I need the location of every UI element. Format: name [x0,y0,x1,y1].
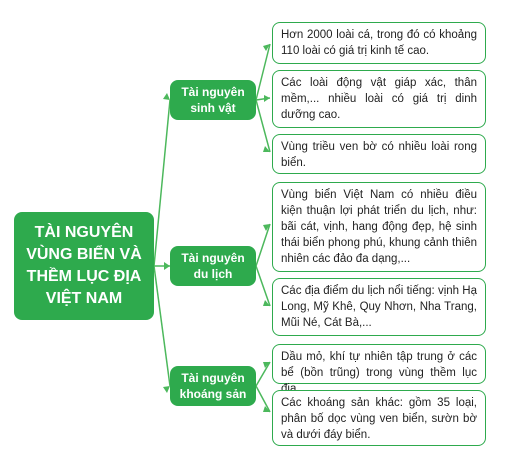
leaf-node: Các địa điểm du lịch nổi tiếng: vịnh Hạ … [272,278,486,336]
arrowhead-b2-l2 [263,300,270,306]
branch-label: Tài nguyên sinh vật [181,85,245,115]
leaf-text: Hơn 2000 loài cá, trong đó có khoảng 110… [281,29,477,57]
arrowhead-b1-l1 [263,44,270,51]
root-label: TÀI NGUYÊN VÙNG BIỂN VÀ THỀM LỤC ĐỊA VIỆ… [26,224,142,307]
connector-b3-l2 [255,385,271,413]
arrowhead-b2-l1 [263,224,270,231]
branch-node-du-lich: Tài nguyên du lịch [170,246,256,286]
root-node: TÀI NGUYÊN VÙNG BIỂN VÀ THỀM LỤC ĐỊA VIỆ… [14,212,154,320]
connector-b2-l2 [255,265,271,307]
leaf-text: Vùng triều ven bờ có nhiều loài rong biể… [281,141,477,169]
arrowhead-b3-l2 [263,406,270,412]
leaf-text: Các loài động vật giáp xác, thân mềm,...… [281,77,477,121]
arrowhead-b3-l1 [263,362,270,368]
leaf-node: Các loài động vật giáp xác, thân mềm,...… [272,70,486,128]
connector-root-branch-1 [153,99,171,267]
leaf-node: Vùng triều ven bờ có nhiều loài rong biể… [272,134,486,174]
connector-root-branch-3 [153,265,171,387]
arrowhead-b2 [164,262,170,270]
branch-node-khoang-san: Tài nguyên khoáng sản [170,366,256,406]
branch-node-sinh-vat: Tài nguyên sinh vật [170,80,256,120]
connector-b1-l3 [255,99,271,153]
connector-b1-l1 [255,43,271,101]
leaf-node: Vùng biển Việt Nam có nhiều điều kiện th… [272,182,486,272]
arrowhead-b3 [163,386,170,393]
leaf-text: Các khoáng sản khác: gồm 35 loại, phân b… [281,397,477,441]
connector-b2-l1 [255,223,271,267]
arrowhead-b1 [163,93,170,100]
leaf-text: Các địa điểm du lịch nổi tiếng: vịnh Hạ … [281,285,477,329]
leaf-node: Hơn 2000 loài cá, trong đó có khoảng 110… [272,22,486,64]
leaf-node: Dầu mỏ, khí tự nhiên tập trung ở các bể … [272,344,486,395]
branch-label: Tài nguyên khoáng sản [179,371,247,401]
arrowhead-b1-l3 [263,146,270,152]
branch-label: Tài nguyên du lịch [181,251,245,281]
leaf-node: Các khoáng sản khác: gồm 35 loại, phân b… [272,390,486,446]
leaf-text: Vùng biển Việt Nam có nhiều điều kiện th… [281,189,477,265]
connector-b3-l1 [255,361,271,387]
arrowhead-b1-l2 [264,95,270,102]
